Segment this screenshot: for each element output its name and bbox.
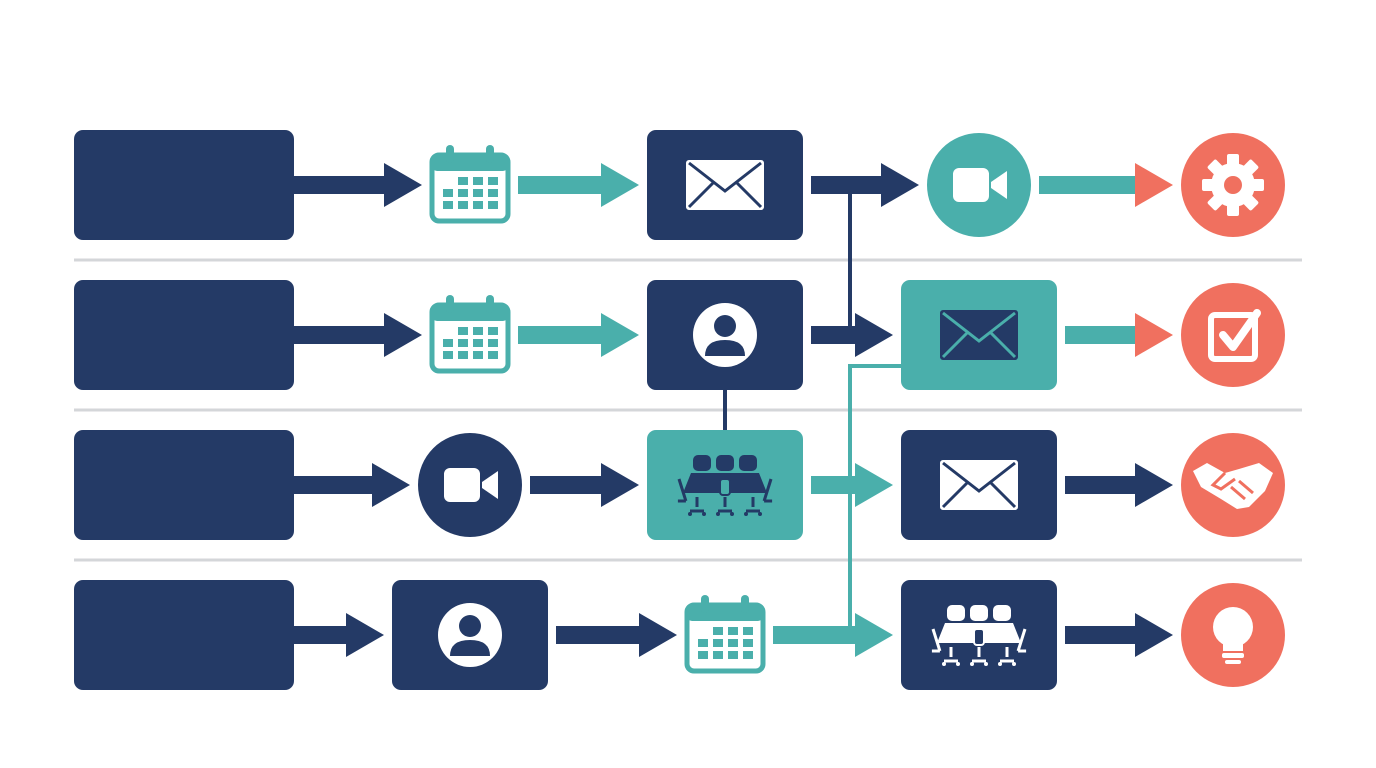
flow-arrow (811, 163, 919, 207)
flow-arrow (294, 463, 410, 507)
flow-arrow (294, 313, 422, 357)
step-user (647, 280, 803, 390)
flow-arrow (811, 313, 893, 357)
workflow-row-4 (74, 580, 1285, 690)
envelope-icon (686, 160, 764, 210)
lightbulb-icon (1213, 607, 1253, 664)
flow-arrow (518, 313, 639, 357)
flow-arrow (773, 613, 893, 657)
flow-arrow (556, 613, 677, 657)
handshake-icon (1193, 463, 1273, 509)
meeting-table-icon (677, 455, 773, 516)
envelope-icon (940, 310, 1018, 360)
step-user (392, 580, 548, 690)
flow-arrow (294, 613, 384, 657)
flow-arrow (1039, 163, 1173, 207)
calendar-icon (684, 595, 766, 674)
step-video (418, 433, 522, 537)
workflow-row-1 (74, 130, 1285, 240)
flow-arrow (530, 463, 639, 507)
step-email (901, 430, 1057, 540)
step-calendar (429, 145, 511, 224)
step-meeting (901, 580, 1057, 690)
flow-arrow (1065, 313, 1173, 357)
flow-arrow (811, 463, 893, 507)
checkbox-icon (1208, 309, 1261, 362)
flow-arrow (518, 163, 639, 207)
step-calendar (429, 295, 511, 374)
video-camera-icon (444, 468, 498, 502)
user-icon (438, 603, 502, 667)
step-checkbox (1181, 283, 1285, 387)
step-video (927, 133, 1031, 237)
flow-arrow (1065, 613, 1173, 657)
connector-line (848, 364, 901, 635)
step-handshake (1181, 433, 1285, 537)
workflow-row-2 (74, 280, 1285, 390)
meeting-table-icon (931, 605, 1027, 666)
step-meeting (647, 430, 803, 540)
step-email (901, 280, 1057, 390)
envelope-icon (940, 460, 1018, 510)
workflow-label-box (74, 430, 294, 540)
user-icon (693, 303, 757, 367)
calendar-icon (429, 295, 511, 374)
cross-row-connectors (723, 185, 901, 635)
step-lightbulb (1181, 583, 1285, 687)
flow-arrow (1065, 463, 1173, 507)
workflow-label-box (74, 280, 294, 390)
calendar-icon (429, 145, 511, 224)
step-gear (1181, 133, 1285, 237)
workflow-row-3 (74, 430, 1285, 540)
step-email (647, 130, 803, 240)
gear-icon (1202, 154, 1264, 216)
flow-arrow (294, 163, 422, 207)
step-calendar (684, 595, 766, 674)
video-camera-icon (953, 168, 1007, 202)
workflow-label-box (74, 580, 294, 690)
workflow-label-box (74, 130, 294, 240)
